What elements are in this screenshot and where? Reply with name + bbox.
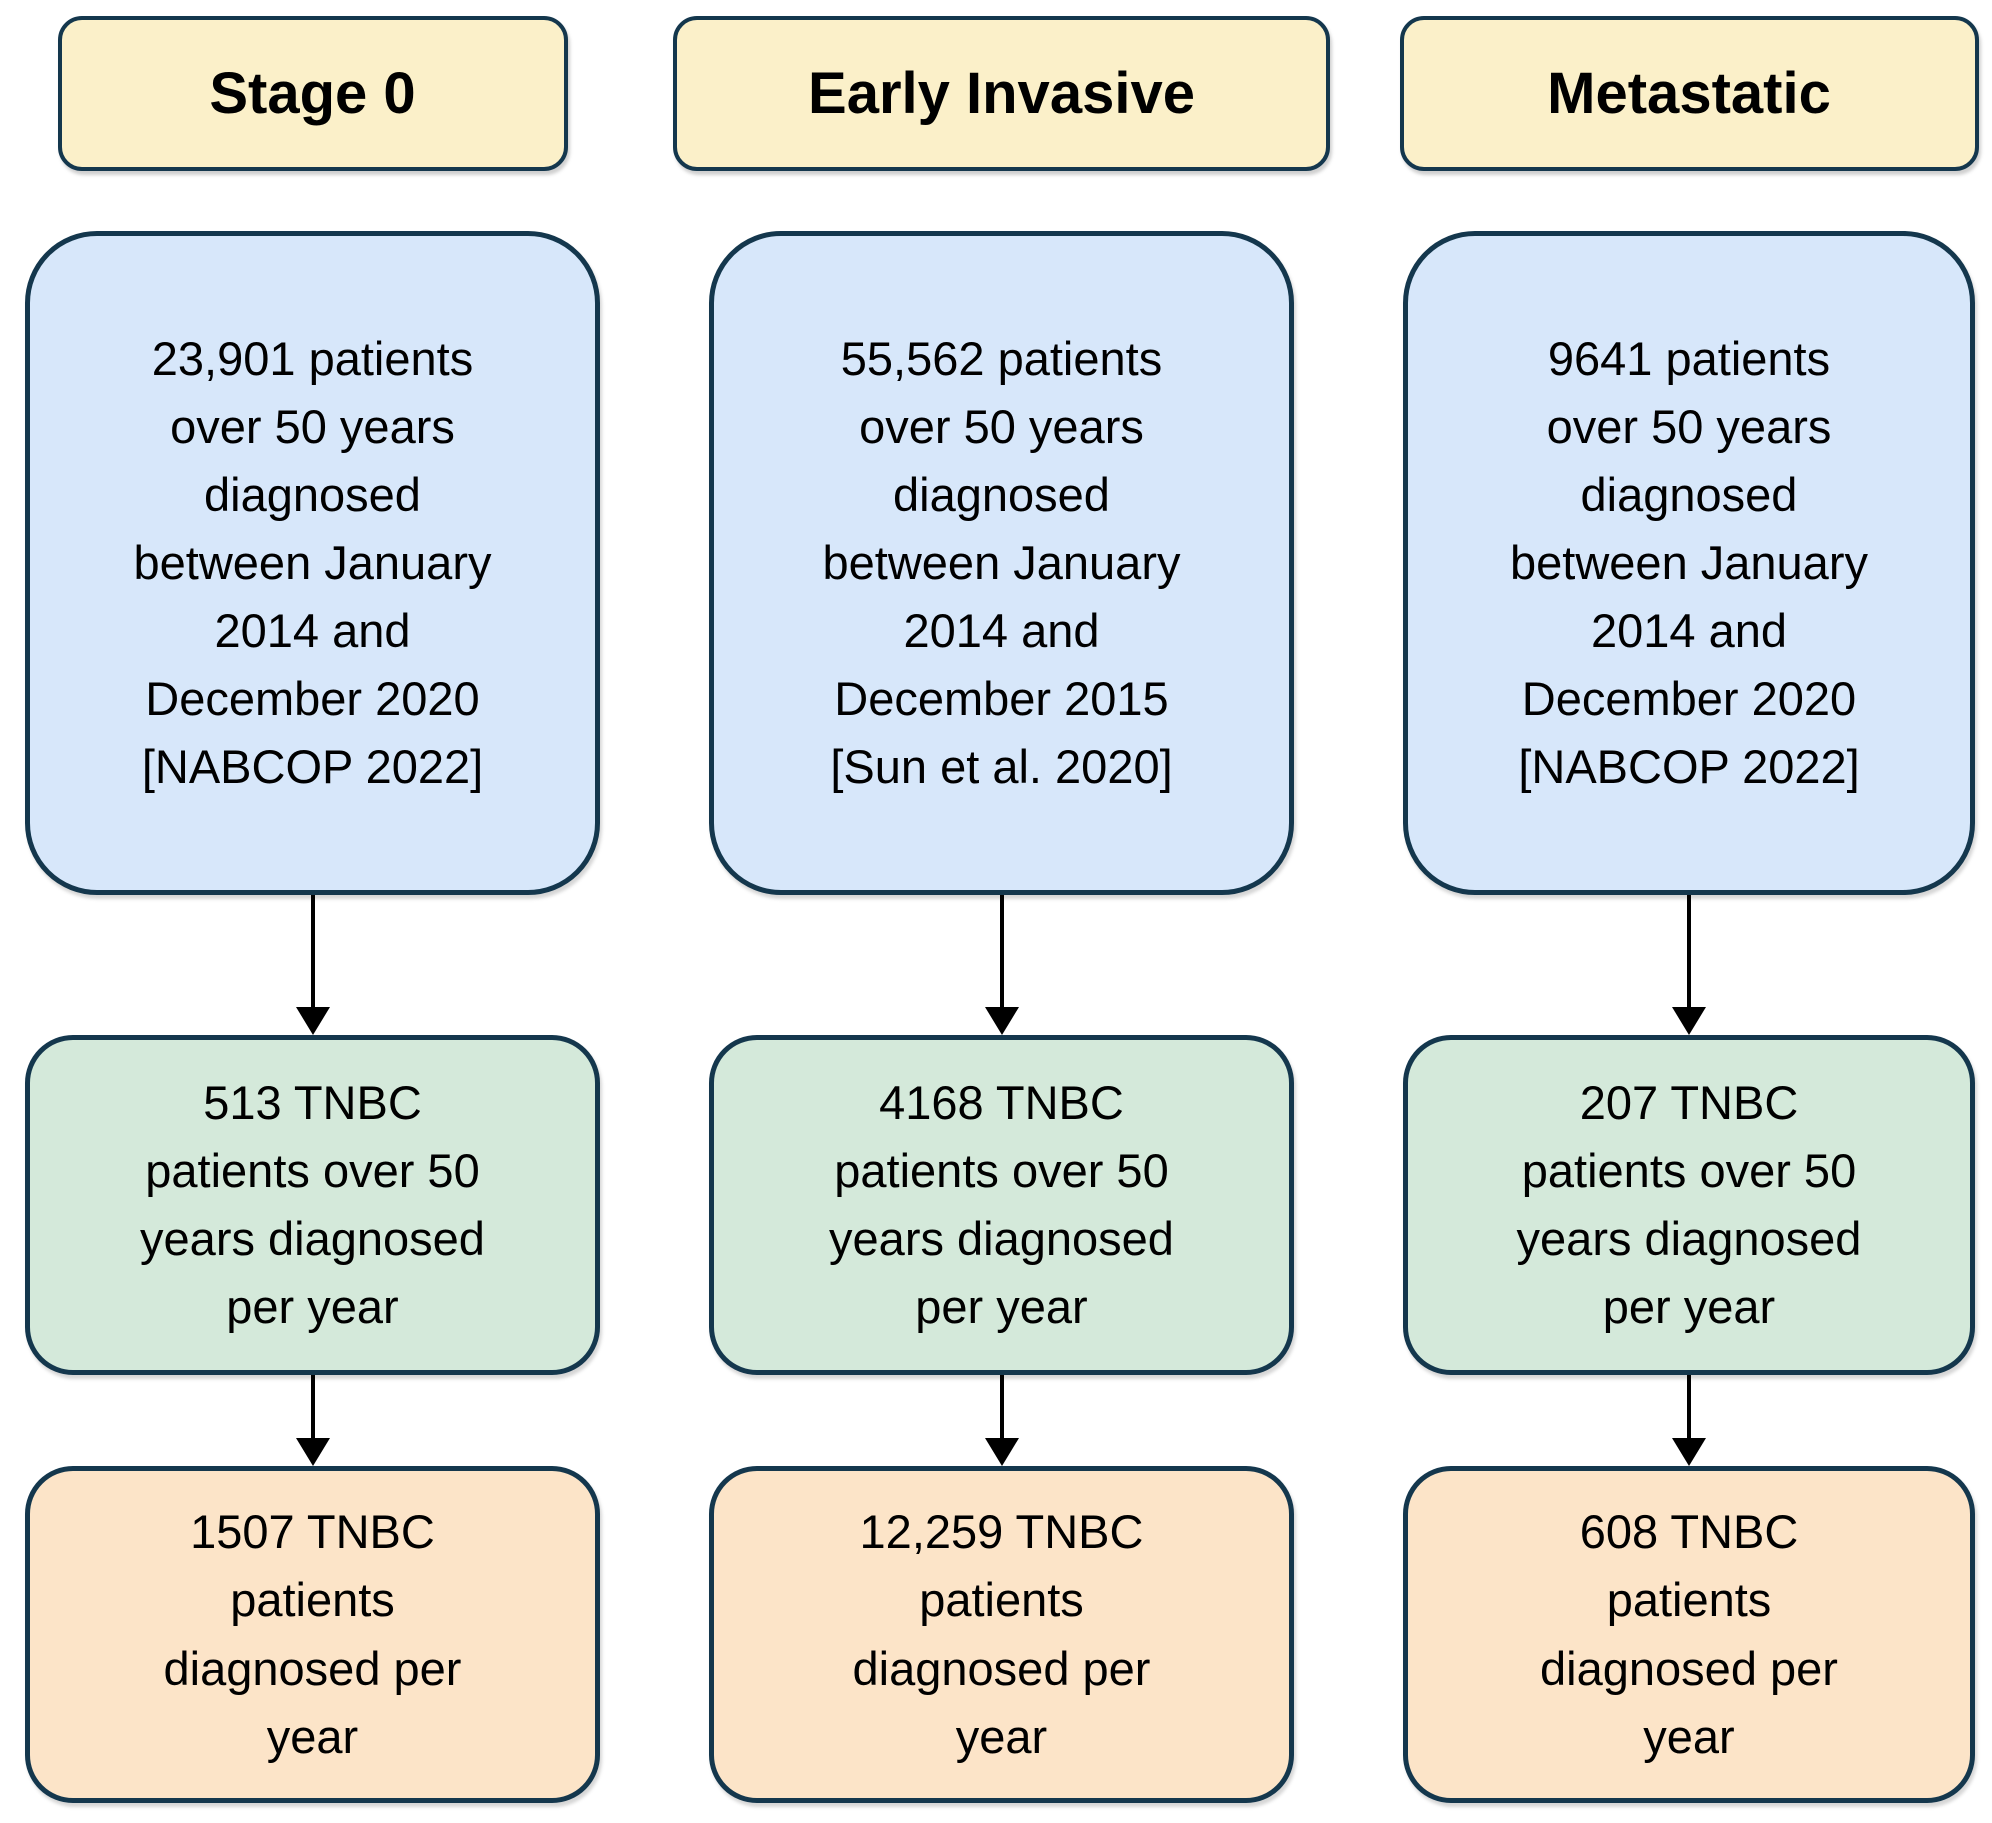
annual-tnbc-total-text: 1507 TNBC patients diagnosed per year: [163, 1505, 462, 1763]
column-header-early-invasive: Early Invasive: [673, 16, 1330, 171]
arrow-down-icon: [295, 895, 330, 1035]
cohort-box-stage-0: 23,901 patients over 50 years diagnosed …: [25, 231, 600, 895]
annual-tnbc-total-box-early-invasive: 12,259 TNBC patients diagnosed per year: [709, 1466, 1294, 1803]
flowchart-column-early-invasive: Early Invasive 55,562 patients over 50 y…: [673, 16, 1330, 1803]
annual-tnbc-over50-box-stage-0: 513 TNBC patients over 50 years diagnose…: [25, 1035, 600, 1375]
arrow-line: [999, 1375, 1004, 1439]
arrow-head: [295, 1438, 330, 1466]
annual-tnbc-total-text: 608 TNBC patients diagnosed per year: [1540, 1505, 1838, 1763]
annual-tnbc-over50-text: 513 TNBC patients over 50 years diagnose…: [140, 1075, 485, 1334]
annual-tnbc-over50-text: 207 TNBC patients over 50 years diagnose…: [1516, 1075, 1862, 1334]
annual-tnbc-total-box-stage-0: 1507 TNBC patients diagnosed per year: [25, 1466, 600, 1803]
cohort-box-text: 9641 patients over 50 years diagnosed be…: [1510, 331, 1868, 794]
arrow-down-icon: [984, 895, 1019, 1035]
arrow-down-icon: [984, 1375, 1019, 1466]
cohort-box-text: 23,901 patients over 50 years diagnosed …: [133, 331, 492, 794]
cohort-box-text: 55,562 patients over 50 years diagnosed …: [822, 331, 1181, 794]
cohort-box-early-invasive: 55,562 patients over 50 years diagnosed …: [709, 231, 1294, 895]
flowchart-column-metastatic: Metastatic 9641 patients over 50 years d…: [1399, 16, 1979, 1803]
arrow-head: [984, 1438, 1019, 1466]
arrow-line: [1687, 895, 1691, 1008]
arrow-line: [1687, 1375, 1691, 1439]
arrow-head: [1672, 1007, 1706, 1035]
arrow-down-icon: [1672, 1375, 1706, 1466]
arrow-line: [310, 1375, 315, 1439]
arrow-head: [295, 1007, 330, 1035]
annual-tnbc-total-text: 12,259 TNBC patients diagnosed per year: [852, 1505, 1151, 1763]
cohort-box-metastatic: 9641 patients over 50 years diagnosed be…: [1403, 231, 1975, 895]
annual-tnbc-total-box-metastatic: 608 TNBC patients diagnosed per year: [1403, 1466, 1975, 1803]
arrow-line: [310, 895, 315, 1008]
arrow-head: [984, 1007, 1019, 1035]
annual-tnbc-over50-text: 4168 TNBC patients over 50 years diagnos…: [829, 1075, 1174, 1334]
column-header-stage-0: Stage 0: [57, 16, 568, 171]
annual-tnbc-over50-box-metastatic: 207 TNBC patients over 50 years diagnose…: [1403, 1035, 1975, 1375]
arrow-down-icon: [1672, 895, 1706, 1035]
arrow-line: [999, 895, 1004, 1008]
column-header-metastatic: Metastatic: [1399, 16, 1979, 171]
column-header-label: Metastatic: [1547, 61, 1831, 126]
column-header-label: Stage 0: [209, 61, 416, 126]
arrow-down-icon: [295, 1375, 330, 1466]
flowchart-column-stage-0: Stage 0 23,901 patients over 50 years di…: [25, 16, 600, 1803]
column-header-label: Early Invasive: [808, 61, 1195, 126]
annual-tnbc-over50-box-early-invasive: 4168 TNBC patients over 50 years diagnos…: [709, 1035, 1294, 1375]
arrow-head: [1672, 1438, 1706, 1466]
